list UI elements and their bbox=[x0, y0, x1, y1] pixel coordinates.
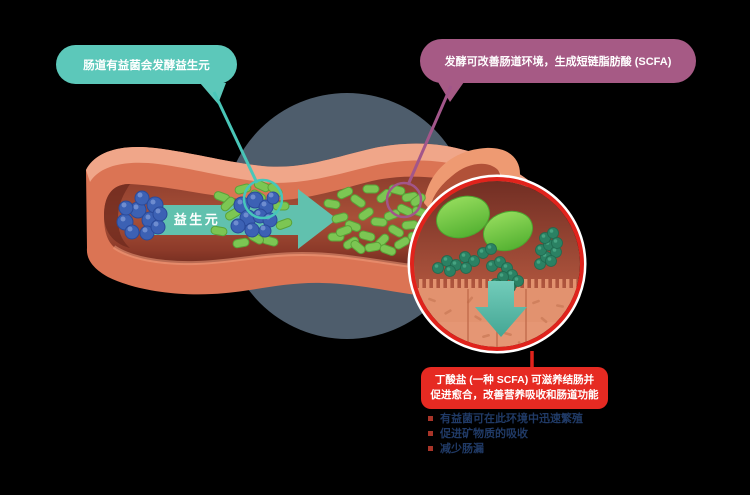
teal-callout-tail bbox=[200, 83, 226, 104]
magnifier-circle-teal bbox=[242, 178, 284, 220]
magnifier-circle-purple bbox=[385, 181, 423, 219]
list-item: 减少肠漏 bbox=[428, 443, 583, 455]
callout-butyrate-line2: 促进愈合，改善营养吸收和肠道功能 bbox=[430, 389, 599, 401]
zoom-lens-circle bbox=[407, 174, 587, 354]
list-item-text: 促进矿物质的吸收 bbox=[440, 428, 528, 440]
callout-butyrate: 丁酸盐 (一种 SCFA) 可滋养结肠并 促进愈合，改善营养吸收和肠道功能 bbox=[421, 367, 608, 409]
flow-arrow-label: 益生元 bbox=[174, 212, 221, 227]
purple-pointer-line bbox=[406, 85, 453, 186]
callout-ferment: 肠道有益菌会发酵益生元 bbox=[56, 45, 237, 84]
callout-scfa: 发酵可改善肠道环境，生成短链脂肪酸 (SCFA) bbox=[420, 39, 696, 83]
green-capsule-bacteria bbox=[436, 195, 533, 252]
callout-butyrate-line1: 丁酸盐 (一种 SCFA) 可滋养结肠并 bbox=[434, 374, 595, 386]
list-item: 有益菌可在此环境中迅速繁殖 bbox=[428, 413, 583, 425]
absorption-down-arrow bbox=[475, 281, 527, 337]
bullet-square-icon bbox=[428, 446, 433, 451]
teal-pointer-line bbox=[212, 91, 259, 184]
purple-callout-tail bbox=[438, 82, 464, 102]
list-item-text: 有益菌可在此环境中迅速繁殖 bbox=[440, 413, 583, 425]
callout-scfa-text: 发酵可改善肠道环境，生成短链脂肪酸 (SCFA) bbox=[444, 56, 672, 68]
list-item-text: 减少肠漏 bbox=[440, 443, 484, 455]
blue-bacteria-cluster bbox=[116, 190, 280, 241]
bullet-square-icon bbox=[428, 416, 433, 421]
tube-opening bbox=[104, 184, 130, 248]
bullet-square-icon bbox=[428, 431, 433, 436]
list-item: 促进矿物质的吸收 bbox=[428, 428, 583, 440]
callout-ferment-text: 肠道有益菌会发酵益生元 bbox=[83, 59, 210, 72]
benefit-list: 有益菌可在此环境中迅速繁殖 促进矿物质的吸收 减少肠漏 bbox=[428, 413, 583, 458]
